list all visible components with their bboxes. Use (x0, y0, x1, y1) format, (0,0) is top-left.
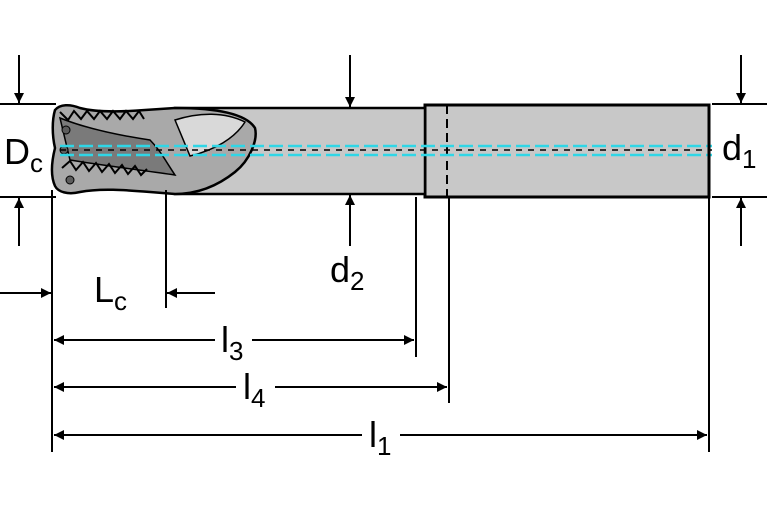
extension-lines (0, 103, 767, 452)
flute-helix-1 (173, 113, 247, 157)
label-l1: l1 (369, 414, 391, 461)
end-mill-tool (50, 103, 712, 199)
dimension-arrows (0, 55, 746, 440)
label-dc: Dc (4, 131, 43, 178)
label-l3: l3 (221, 319, 243, 366)
dimension-labels: Dc d1 d2 Lc l3 l4 l1 (4, 127, 757, 461)
shank (423, 103, 711, 199)
cutting-teeth (59, 109, 148, 185)
label-d2: d2 (330, 249, 365, 296)
label-lc: Lc (94, 269, 127, 316)
label-d1: d1 (722, 127, 757, 174)
label-l4: l4 (243, 366, 265, 413)
